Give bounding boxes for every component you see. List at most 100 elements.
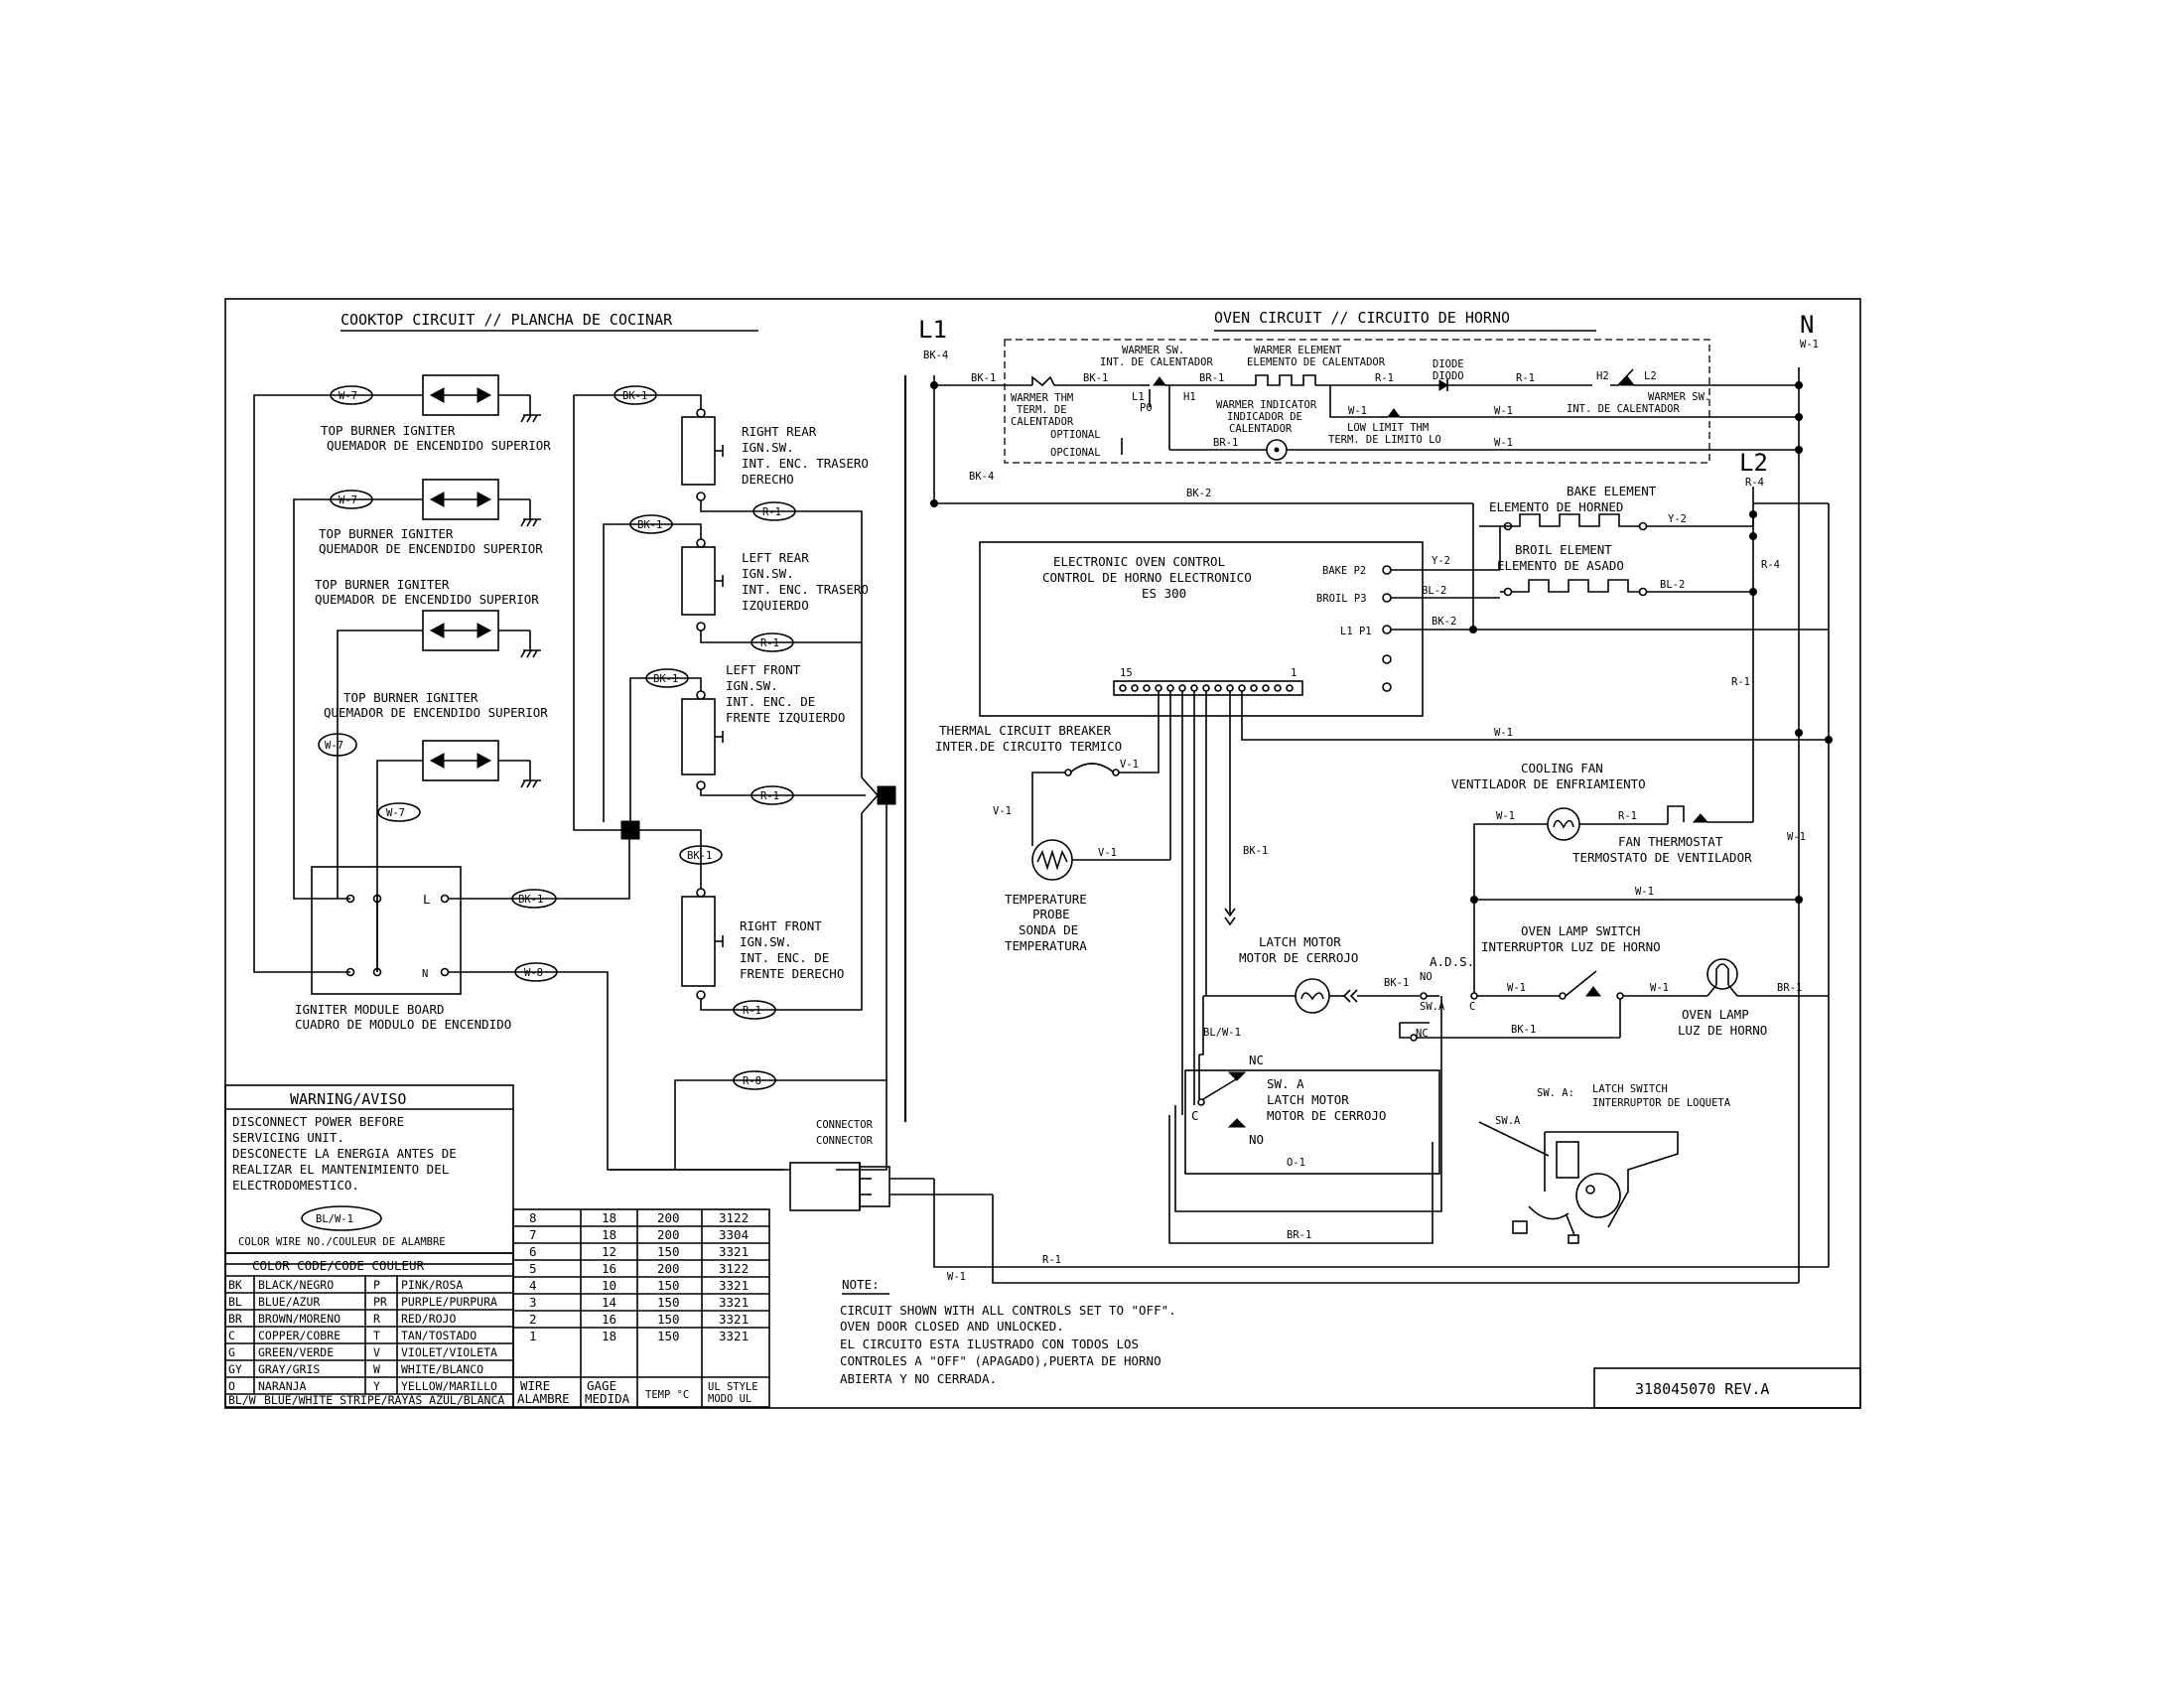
svg-text:BLUE/AZUR: BLUE/AZUR [258, 1295, 320, 1309]
svg-text:ELECTRONIC OVEN CONTROL: ELECTRONIC OVEN CONTROL [1053, 554, 1225, 569]
svg-text:W-1: W-1 [947, 1271, 966, 1283]
svg-text:O-1: O-1 [1287, 1157, 1305, 1169]
svg-text:LEFT REAR: LEFT REAR [742, 550, 809, 565]
svg-text:O: O [228, 1379, 235, 1393]
igniter-top-burner-2: TOP BURNER IGNITER QUEMADOR DE ENCENDIDO… [319, 479, 543, 556]
svg-text:BK-1: BK-1 [637, 519, 662, 531]
wire-tag-r1-lr: R-1 [751, 633, 794, 652]
svg-text:YELLOW/MARILLO: YELLOW/MARILLO [401, 1379, 497, 1393]
svg-text:TAN/TOSTADO: TAN/TOSTADO [401, 1329, 477, 1342]
svg-text:L1: L1 [1132, 391, 1145, 403]
wire-tag-r1-rr: R-1 [752, 501, 796, 521]
wire-tag-r1-lf: R-1 [751, 785, 794, 805]
svg-text:REALIZAR EL MANTENIMIENTO DEL: REALIZAR EL MANTENIMIENTO DEL [232, 1162, 449, 1177]
temperature-probe: V-1 TEMPERATURE PROBE SONDA DE TEMPERATU… [1005, 691, 1171, 953]
wire-tag-w7-3: W-7 [318, 733, 357, 757]
warning-block: WARNING/AVISO DISCONNECT POWER BEFORE SE… [224, 1084, 514, 1265]
igniter-top-burner-4: TOP BURNER IGNITER QUEMADOR DE ENCENDIDO… [324, 690, 548, 788]
svg-text:GY: GY [228, 1362, 242, 1376]
svg-text:BL-2: BL-2 [1422, 585, 1446, 597]
svg-text:R-1: R-1 [1375, 372, 1394, 384]
svg-text:LATCH MOTOR: LATCH MOTOR [1267, 1092, 1349, 1107]
svg-text:GAGE: GAGE [587, 1378, 616, 1393]
svg-text:SONDA DE: SONDA DE [1019, 922, 1078, 937]
connector: CONNECTOR CONNECTOR [610, 1119, 993, 1211]
ads-switch: A.D.S. NO SW.A NC C BK-1 W-1 [1399, 900, 1602, 1042]
svg-text:150: 150 [657, 1329, 680, 1343]
svg-text:150: 150 [657, 1312, 680, 1327]
svg-text:TERM. DE: TERM. DE [1017, 404, 1067, 416]
svg-text:COLOR WIRE NO./COULEUR DE ALAM: COLOR WIRE NO./COULEUR DE ALAMBRE [238, 1236, 446, 1248]
svg-text:16: 16 [602, 1261, 616, 1276]
svg-text:W-1: W-1 [1650, 982, 1669, 994]
svg-text:12: 12 [602, 1244, 616, 1259]
svg-text:R-4: R-4 [1761, 559, 1780, 571]
svg-text:L1 P1: L1 P1 [1340, 626, 1372, 637]
ignition-switch-right-front: RIGHT FRONT IGN.SW. INT. ENC. DE FRENTE … [681, 888, 844, 1000]
svg-text:TOP BURNER IGNITER: TOP BURNER IGNITER [315, 577, 450, 592]
svg-text:BL-2: BL-2 [1660, 579, 1685, 591]
svg-text:BK-1: BK-1 [687, 850, 712, 862]
cooktop-title: COOKTOP CIRCUIT // PLANCHA DE COCINAR [341, 311, 673, 329]
svg-text:OVEN DOOR CLOSED AND UNLOCKED.: OVEN DOOR CLOSED AND UNLOCKED. [840, 1319, 1064, 1334]
svg-text:WARMER INDICATOR: WARMER INDICATOR [1216, 399, 1317, 411]
svg-text:15: 15 [1120, 667, 1133, 679]
svg-text:10: 10 [602, 1278, 616, 1293]
n-terminal: N [1800, 311, 1814, 339]
svg-text:ABIERTA Y NO CERRADA.: ABIERTA Y NO CERRADA. [840, 1371, 997, 1386]
svg-text:CONNECTOR: CONNECTOR [816, 1119, 874, 1131]
svg-text:WARNING/AVISO: WARNING/AVISO [290, 1090, 406, 1108]
optional-warmer-box [1004, 339, 1710, 464]
svg-text:W-7: W-7 [325, 740, 343, 752]
svg-text:3321: 3321 [719, 1329, 749, 1343]
bk1-junction-left [620, 820, 640, 840]
svg-text:R-1: R-1 [743, 1005, 761, 1017]
svg-text:P: P [373, 1278, 380, 1292]
svg-text:R-1: R-1 [1618, 810, 1637, 822]
svg-text:14: 14 [602, 1295, 616, 1310]
svg-text:INT. ENC. DE: INT. ENC. DE [740, 950, 829, 965]
ignition-switch-right-rear: RIGHT REAR IGN.SW. INT. ENC. TRASERO DER… [681, 408, 869, 501]
svg-text:INT. ENC. TRASERO: INT. ENC. TRASERO [742, 456, 869, 471]
svg-text:H1: H1 [1183, 391, 1196, 403]
note-block: NOTE: CIRCUIT SHOWN WITH ALL CONTROLS SE… [840, 1277, 1176, 1386]
svg-text:OVEN LAMP: OVEN LAMP [1682, 1007, 1749, 1022]
warmer-element: WARMER ELEMENT ELEMENTO DE CALENTADOR [1247, 345, 1386, 386]
svg-text:CONTROLES A "OFF" (APAGADO),PU: CONTROLES A "OFF" (APAGADO),PUERTA DE HO… [840, 1353, 1161, 1368]
svg-text:OPTIONAL: OPTIONAL [1050, 429, 1101, 441]
svg-text:16: 16 [602, 1312, 616, 1327]
svg-text:V-1: V-1 [1098, 847, 1117, 859]
svg-text:BK-1: BK-1 [622, 390, 647, 402]
svg-text:VIOLET/VIOLETA: VIOLET/VIOLETA [401, 1345, 497, 1359]
svg-text:DERECHO: DERECHO [742, 472, 794, 487]
latch-motor: LATCH MOTOR MOTOR DE CERROJO BK-1 BL/W-1 [1199, 934, 1420, 1055]
svg-text:1: 1 [529, 1329, 537, 1343]
wire-tag-bk1-lf: BK-1 [645, 668, 689, 688]
svg-text:FRENTE IZQUIERDO: FRENTE IZQUIERDO [726, 710, 845, 725]
svg-text:NO: NO [1249, 1132, 1264, 1147]
svg-text:CALENTADOR: CALENTADOR [1011, 416, 1074, 428]
svg-text:ELECTRODOMESTICO.: ELECTRODOMESTICO. [232, 1178, 359, 1193]
svg-text:COOLING FAN: COOLING FAN [1521, 761, 1603, 775]
wire-tag-w8: W-8 [514, 962, 558, 982]
svg-text:INT. ENC. TRASERO: INT. ENC. TRASERO [742, 582, 869, 597]
wire-tag-r8: R-8 [733, 1070, 776, 1090]
svg-text:BLACK/NEGRO: BLACK/NEGRO [258, 1278, 334, 1292]
svg-text:3321: 3321 [719, 1295, 749, 1310]
svg-text:BK-1: BK-1 [518, 894, 543, 906]
svg-text:18: 18 [602, 1210, 616, 1225]
svg-text:CONTROL DE HORNO ELECTRONICO: CONTROL DE HORNO ELECTRONICO [1042, 570, 1252, 585]
oven-circuit: OVEN CIRCUIT // CIRCUITO DE HORNO L1 BK-… [918, 309, 1833, 1284]
svg-text:C: C [1469, 1001, 1475, 1013]
svg-text:W-1: W-1 [1635, 886, 1654, 898]
svg-text:L2: L2 [1644, 370, 1657, 382]
svg-text:ELEMENTO DE CALENTADOR: ELEMENTO DE CALENTADOR [1247, 356, 1386, 368]
svg-text:Y-2: Y-2 [1432, 555, 1450, 567]
igniter-module-board: L N IGNITER MODULE BOARD CUADRO DE MODUL… [295, 866, 511, 1032]
svg-text:COPPER/COBRE: COPPER/COBRE [258, 1329, 341, 1342]
svg-text:BK-1: BK-1 [1384, 977, 1409, 989]
wire-tag-bk1-module: BK-1 [511, 889, 557, 909]
wire-tag-bk1-rr: BK-1 [614, 385, 657, 405]
svg-text:BR: BR [228, 1312, 242, 1326]
